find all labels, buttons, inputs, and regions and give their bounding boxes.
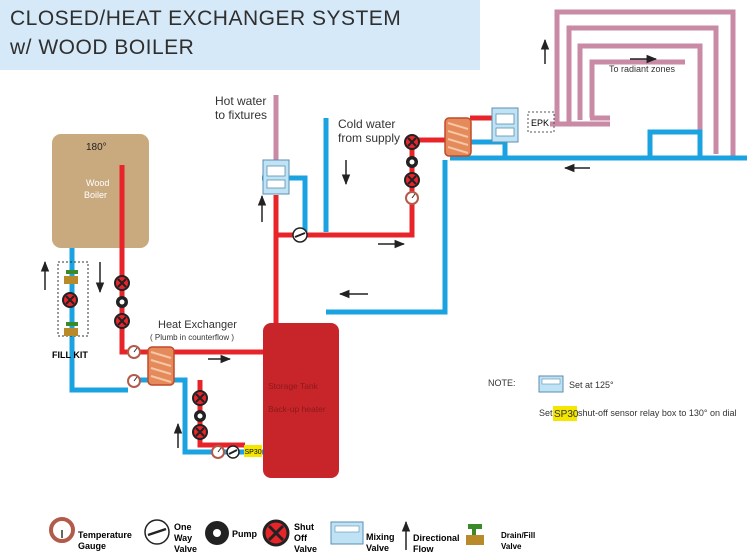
legend-text: Pump xyxy=(232,529,258,539)
legend-one-way-valve-icon xyxy=(144,519,170,545)
sp30-label: SP30 xyxy=(245,449,262,456)
legend-pump-icon xyxy=(205,521,229,545)
legend: Temperature Gauge One Way Valve Pump Shu… xyxy=(49,517,535,554)
one-way-valve xyxy=(226,445,240,459)
directional-flow-arrows xyxy=(40,38,658,448)
legend-drain-fill-valve-icon xyxy=(466,524,484,545)
mixing-valve-fixtures xyxy=(262,159,290,195)
heat-exchanger-main xyxy=(147,346,175,386)
hot-water-label-2: to fixtures xyxy=(215,108,267,122)
legend-text: Way xyxy=(174,533,192,543)
legend-text: Valve xyxy=(501,542,522,551)
legend-temperature-gauge-icon xyxy=(49,517,75,543)
cold-water-label-2: from supply xyxy=(338,131,400,145)
shut-off-valve xyxy=(114,275,130,291)
temperature-gauge xyxy=(211,445,225,459)
radiant-label: To radiant zones xyxy=(609,64,676,74)
heat-exchanger-label: Heat Exchanger xyxy=(158,319,237,331)
shut-off-valve xyxy=(404,172,420,188)
legend-mixing-valve-icon xyxy=(330,521,364,545)
hot-water-label-1: Hot water xyxy=(215,94,266,108)
fill-kit-label: FILL KIT xyxy=(52,350,88,360)
legend-text: Flow xyxy=(413,544,434,554)
temperature-gauge xyxy=(127,374,141,388)
note-mixing-valve-icon xyxy=(538,375,564,393)
storage-label-2: Back-up heater xyxy=(268,404,326,414)
boiler-label-2: Boiler xyxy=(84,190,107,200)
shut-off-valve xyxy=(114,313,130,329)
pump-icon xyxy=(406,156,418,168)
legend-shut-off-valve-icon xyxy=(262,519,290,547)
storage-tank xyxy=(263,323,339,478)
title-banner: CLOSED/HEAT EXCHANGER SYSTEM w/ WOOD BOI… xyxy=(0,0,480,70)
wood-boiler xyxy=(52,134,149,248)
radiant-zone-loops xyxy=(554,9,736,158)
shut-off-valve xyxy=(62,292,78,308)
note-sp30-highlight xyxy=(553,406,577,421)
boiler-label-1: Wood xyxy=(86,178,109,188)
temperature-gauge xyxy=(127,345,141,359)
heat-exchanger-radiant xyxy=(444,117,472,157)
one-way-valve xyxy=(292,227,308,243)
legend-text: Off xyxy=(294,533,308,543)
drain-fill-valve-icon xyxy=(64,322,78,336)
legend-text: Drain/Fill xyxy=(501,531,535,540)
temperature-gauge xyxy=(405,191,419,205)
pump-icon xyxy=(194,410,206,422)
storage-label-1: Storage Tank xyxy=(268,381,319,391)
radiant-supply-pipe xyxy=(550,115,610,127)
legend-text: Valve xyxy=(174,544,197,554)
epk-box xyxy=(527,111,555,133)
legend-text: Valve xyxy=(366,543,389,553)
mixing-valve-radiant xyxy=(491,107,519,143)
note-line-1: Set at 125° xyxy=(569,380,614,390)
shut-off-valve xyxy=(404,134,420,150)
legend-text: Shut xyxy=(294,522,314,532)
boiler-temp: 180° xyxy=(86,142,107,153)
legend-text: Valve xyxy=(294,544,317,554)
legend-text: Directional xyxy=(413,533,460,543)
counterflow-label: ( Plumb in counterflow ) xyxy=(150,333,234,342)
pump-icon xyxy=(116,296,128,308)
title-line-2: w/ WOOD BOILER xyxy=(10,36,195,59)
note-line-2-suffix: shut-off sensor relay box to 130° on dia… xyxy=(578,408,737,418)
shut-off-valve xyxy=(192,390,208,406)
epk-label: EPK xyxy=(531,118,549,128)
note-sp30-text: SP30 xyxy=(554,409,579,420)
cold-water-label-1: Cold water xyxy=(338,117,395,131)
legend-text: Temperature xyxy=(78,530,132,540)
note-label: NOTE: xyxy=(488,378,516,388)
shut-off-valve xyxy=(192,424,208,440)
drain-fill-valve-icon xyxy=(64,270,78,284)
legend-text: Gauge xyxy=(78,541,106,551)
legend-text: Mixing xyxy=(366,532,395,542)
title-line-1: CLOSED/HEAT EXCHANGER SYSTEM xyxy=(10,7,402,30)
sp30-box xyxy=(244,445,262,457)
legend-text: One xyxy=(174,522,192,532)
note-line-2-prefix: Set xyxy=(539,408,553,418)
